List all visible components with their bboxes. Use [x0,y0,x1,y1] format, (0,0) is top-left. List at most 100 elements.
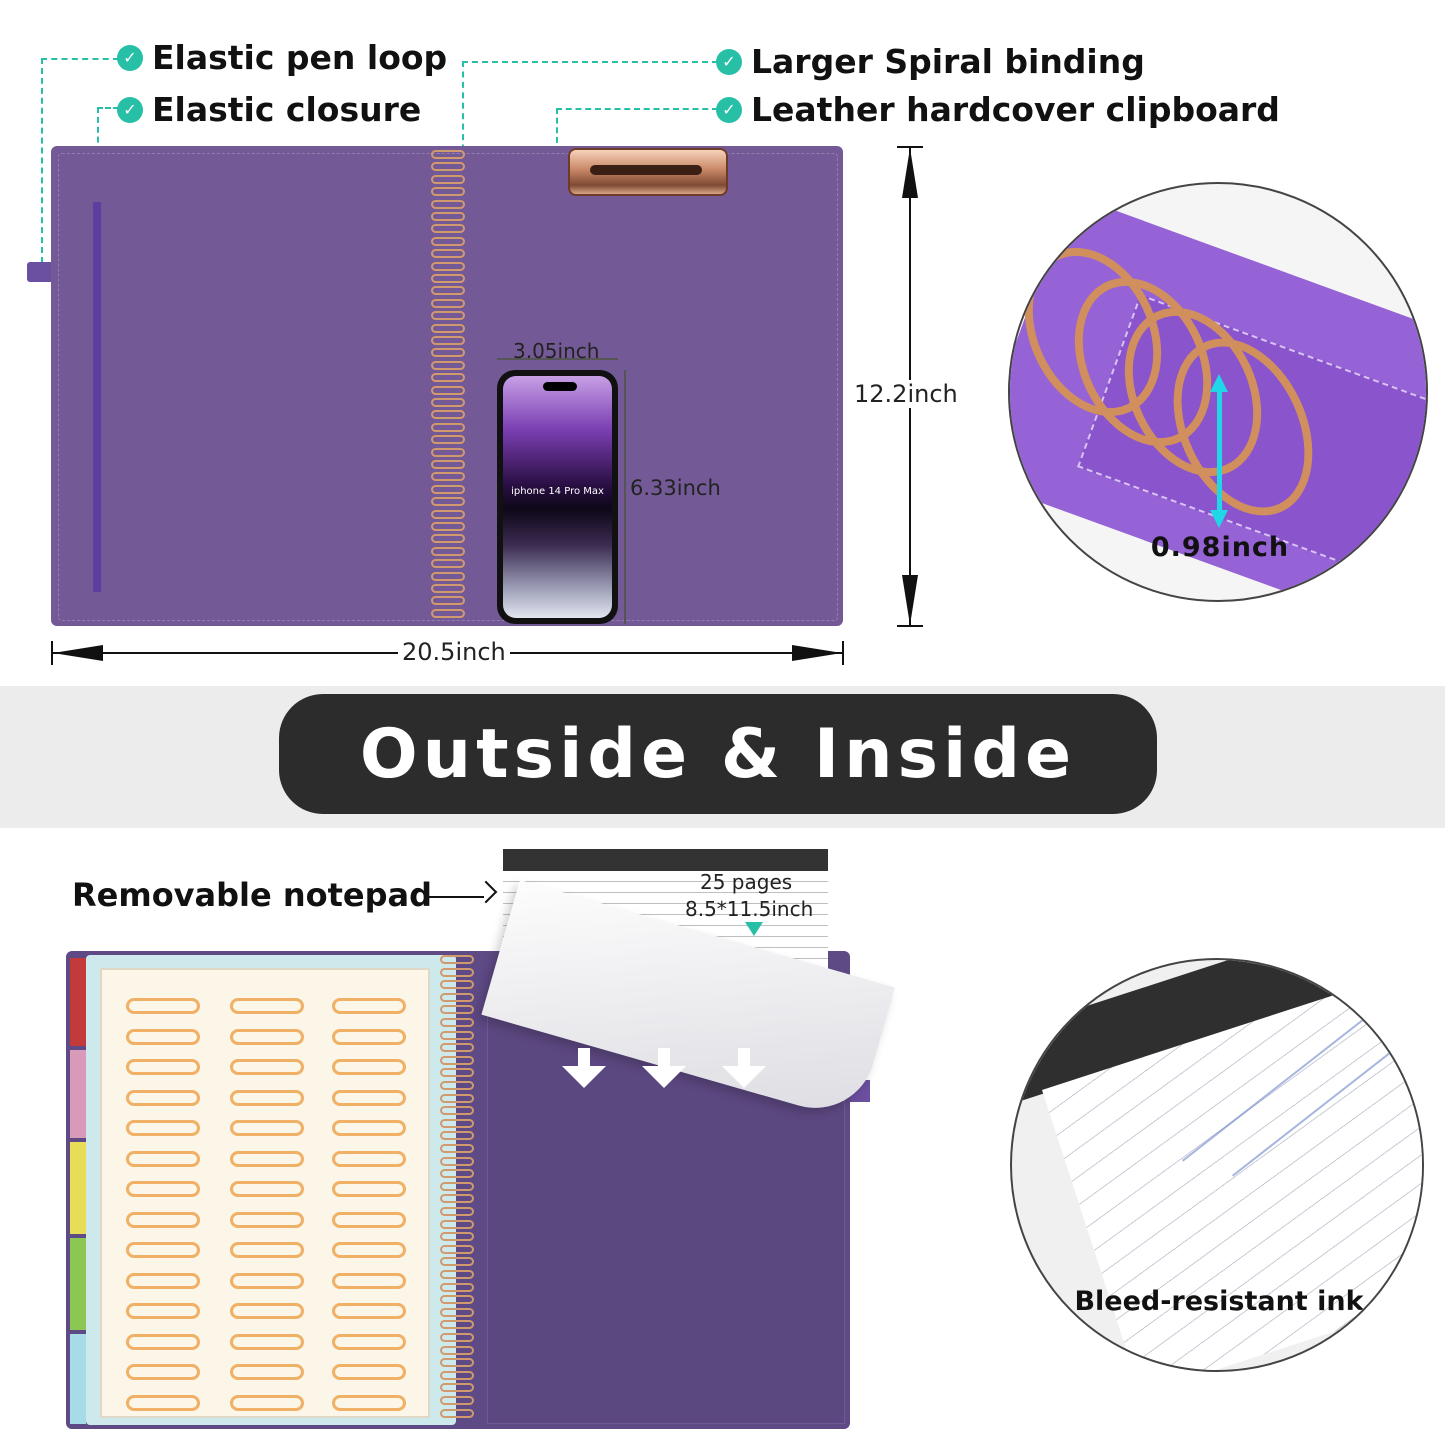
closure-leader [97,107,119,109]
sticker-slot [230,1303,304,1319]
spiral-ring [431,422,465,432]
spiral-ring [431,150,465,159]
notepad-size-label: 8.5*11.5inch [685,897,814,921]
height-label: 12.2inch [850,380,962,408]
sticker-slot [230,1394,304,1411]
feature-clipboard: ✓ Leather hardcover clipboard [716,90,1280,129]
section-title: Outside & Inside [279,694,1157,814]
notepad-pointer-line [428,896,484,898]
spiral-ring [440,1408,474,1418]
spiral-ring [440,1093,474,1103]
cover-stitching [58,153,838,621]
ring-size-line [1217,379,1222,515]
notepad-label: Removable notepad [72,876,433,914]
arrow-down-icon [902,575,918,625]
divider-tab-pink[interactable] [70,1050,86,1138]
spiral-ring [431,360,465,370]
notepad-header [503,849,828,871]
clipboard-leader [556,108,718,110]
spiral-ring [440,1207,474,1216]
check-icon: ✓ [117,44,143,71]
sticker-slot [230,1364,304,1380]
width-label: 20.5inch [398,638,510,666]
sticker-slot [332,1303,406,1319]
phone-width-label: 3.05inch [513,339,600,363]
spiral-ring [440,1295,474,1305]
divider-tab-green[interactable] [70,1238,86,1330]
feature-spiral: ✓ Larger Spiral binding [716,42,1145,81]
spiral-ring [440,967,474,977]
feature-closure: ✓ Elastic closure [117,90,421,129]
sticker-slot [126,1089,200,1106]
sticker-slot [230,1120,304,1136]
spiral-ring [440,1118,474,1128]
spiral-ring [431,373,465,383]
down-arrow-icon [642,1066,686,1088]
sticker-slot [126,1181,200,1197]
spiral-ring [431,497,465,507]
sticker-slot [332,1150,406,1167]
sticker-slot [126,1272,200,1289]
down-arrow-stem [578,1048,590,1066]
sticker-slot [230,1181,304,1197]
spiral-binding [431,150,467,626]
clip-slot [590,165,702,175]
spiral-ring [440,1358,474,1368]
feature-pen-loop: ✓ Elastic pen loop [117,38,447,77]
spiral-ring [431,385,465,395]
spiral-ring [431,187,465,197]
phone-height-label: 6.33inch [630,476,721,500]
spiral-ring [431,509,465,519]
sticker-slot [332,998,406,1014]
spiral-ring [431,274,465,283]
phone-height-line [624,370,626,624]
sticker-slot [332,1120,406,1136]
sticker-slot [332,1364,406,1380]
sticker-slot [332,1181,406,1197]
spiral-ring [440,1156,474,1166]
sticker-slot [230,1242,304,1258]
spiral-ring [440,1055,474,1065]
divider-tab-red[interactable] [70,958,86,1046]
spiral-ring [431,522,465,531]
phone-width-line [497,358,618,360]
spiral-ring [431,298,465,308]
sticker-slot [126,998,200,1014]
spiral-ring [431,348,465,358]
pen-loop [27,262,55,282]
sticker-slot [126,1120,200,1136]
spiral-ring [440,1018,474,1027]
feature-pen-loop-label: Elastic pen loop [152,38,448,77]
check-icon: ✓ [716,48,742,75]
down-arrow-icon [722,1066,766,1088]
spiral-ring [440,1169,474,1179]
spiral-ring [440,1131,474,1141]
sticker-slot [126,1150,200,1167]
dim-tick-bottom [897,625,923,627]
spiral-ring [440,1270,474,1279]
divider-tab-yellow[interactable] [70,1142,86,1234]
sticker-slot [332,1059,406,1075]
spiral-ring [440,1232,474,1242]
spiral-leader [462,61,718,63]
spiral-ring [440,1194,474,1204]
spiral-ring [440,1257,474,1267]
feature-closure-label: Elastic closure [152,90,422,129]
sticker-slot [230,1211,304,1228]
sticker-slot [230,1150,304,1167]
phone-screen: iphone 14 Pro Max [503,376,612,618]
spiral-ring [440,1383,474,1393]
notepad-pages-label: 25 pages [700,870,793,894]
sticker-slot [230,1272,304,1289]
dim-tick-right [842,641,844,665]
spiral-ring [440,1043,474,1053]
sticker-slot [230,1028,304,1045]
feature-clipboard-label: Leather hardcover clipboard [751,90,1280,129]
divider-tab-blue[interactable] [70,1334,86,1424]
ring-size-label: 0.98inch [1150,532,1290,563]
spiral-ring [440,1345,474,1355]
sticker-slot [126,1303,200,1319]
sticker-slot [230,998,304,1014]
spiral-ring [440,980,474,990]
sticker-slot [332,1272,406,1289]
